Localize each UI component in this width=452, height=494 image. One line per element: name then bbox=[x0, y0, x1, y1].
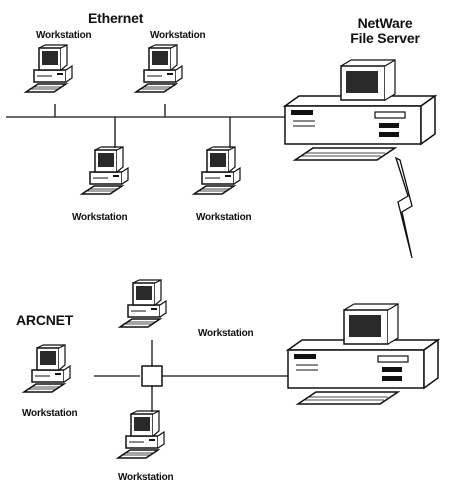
arcnet-file-server-icon bbox=[288, 304, 438, 404]
netware-file-server-icon bbox=[285, 60, 435, 160]
workstation-label-5: Workstation bbox=[198, 328, 253, 339]
ethernet-workstation-1-icon bbox=[26, 45, 72, 92]
ethernet-label: Ethernet bbox=[88, 10, 143, 26]
workstation-label-3: Workstation bbox=[72, 212, 127, 223]
workstation-label-2: Workstation bbox=[150, 30, 205, 41]
arcnet-links bbox=[94, 340, 288, 412]
netware-label-line2: File Server bbox=[330, 31, 440, 46]
ethernet-workstation-3-icon bbox=[82, 147, 128, 194]
arcnet-workstation-top-icon bbox=[120, 280, 166, 327]
netware-file-server-label: NetWare File Server bbox=[330, 16, 440, 46]
workstation-label-1: Workstation bbox=[36, 30, 91, 41]
arcnet-hub bbox=[142, 366, 162, 386]
workstation-label-7: Workstation bbox=[118, 472, 173, 483]
ethernet-bus bbox=[6, 104, 285, 148]
ethernet-workstation-2-icon bbox=[136, 45, 182, 92]
wan-link-icon bbox=[396, 158, 412, 258]
arcnet-workstation-left-icon bbox=[24, 345, 70, 392]
netware-label-line1: NetWare bbox=[330, 16, 440, 31]
arcnet-workstation-bottom-icon bbox=[118, 411, 164, 458]
ethernet-workstation-4-icon bbox=[194, 147, 240, 194]
workstation-label-4: Workstation bbox=[196, 212, 251, 223]
arcnet-label: ARCNET bbox=[16, 312, 73, 328]
workstation-label-6: Workstation bbox=[22, 408, 77, 419]
